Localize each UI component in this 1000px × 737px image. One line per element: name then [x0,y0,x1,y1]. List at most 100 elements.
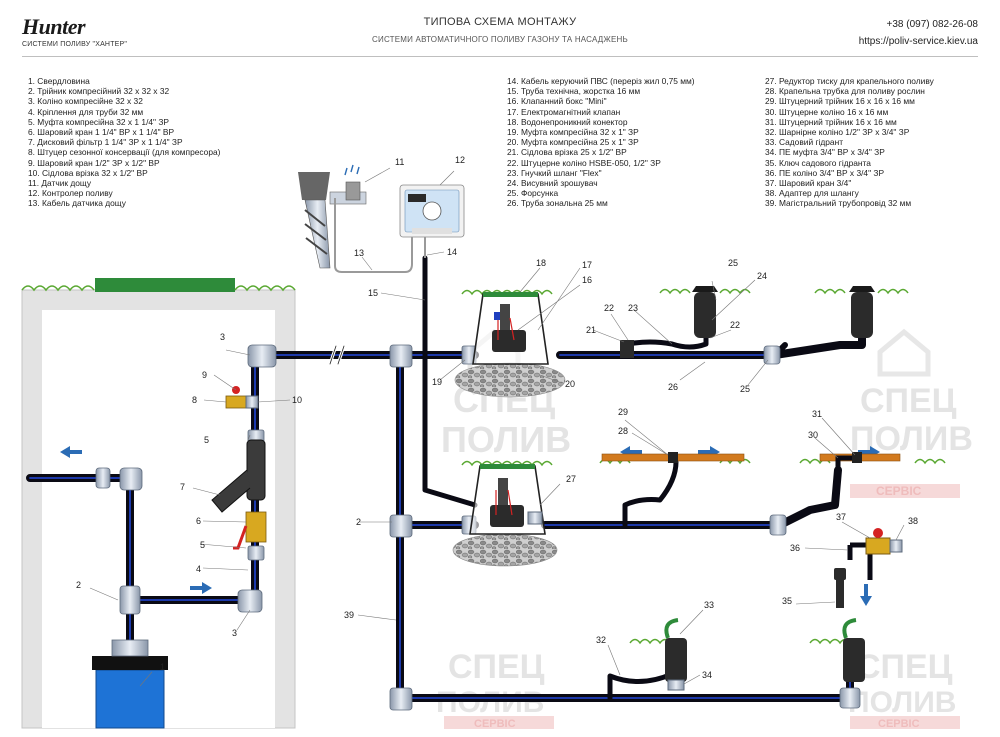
legend-item: 27. Редуктор тиску для крапельного полив… [765,76,934,86]
legend-item: 24. Висувний зрошувач [507,178,598,189]
callout-25: 25 [728,258,738,268]
scheme-title: ТИПОВА СХЕМА МОНТАЖУ [423,16,577,28]
legend-item: 15. Труба технічна, жорстка 16 мм [507,86,641,97]
grass-zone2 [814,288,909,295]
callout-19: 19 [432,377,442,387]
hydrant-key-head [834,568,846,580]
elbow-fitting [389,687,413,711]
ball-valve-37 [865,537,891,555]
ball-valve-6 [233,511,267,550]
callout-35: 35 [782,596,792,606]
watermark-line2: ПОЛИВ [436,686,544,719]
callout-24: 24 [757,271,767,281]
elbow-fitting-3 [247,344,277,368]
watermark-line1: СПЕЦ [448,648,545,686]
sprinkler-nozzle [849,286,875,292]
legend-item: 7. Дисковий фільтр 1 1/4" ЗР х 1 1/4" ЗР [28,137,183,148]
valve-box-1 [454,292,566,398]
header-divider [22,56,978,57]
tee-fitting-2 [389,514,413,538]
legend-item: 35. Ключ садового гідранта [765,157,871,168]
valve-handle[interactable] [873,528,883,538]
legend-item: 25. Форсунка [507,188,559,199]
callout-17: 17 [582,260,592,270]
brass-valve-body [225,395,247,409]
callout-16: 16 [582,275,592,285]
elbow-fitting [839,687,861,709]
callout-21: 21 [586,325,596,335]
filter-cup [211,469,251,513]
callout-6: 6 [196,516,201,526]
callout-36: 36 [790,543,800,553]
callout-15: 15 [368,288,378,298]
drip-lines [601,452,901,470]
callout-2: 2 [76,580,81,590]
pipe-break-mark [329,345,345,365]
tee-fitting-2 [119,585,141,615]
callout-1: 1 [160,662,165,672]
callout-22: 22 [604,303,614,313]
wire [497,317,515,341]
pe-coupling-34 [667,679,685,691]
legend-column-2: 14. Кабель керуючий ПВС (переріз жил 0,7… [507,76,695,209]
callout-11: 11 [395,157,404,167]
controller-12 [399,184,465,238]
watermark-line1: СПЕЦ [856,648,953,686]
callout-3: 3 [220,332,225,342]
house-icon [877,328,931,377]
rain-drops-icon [344,164,360,176]
technical-pipe-15 [422,255,478,508]
elbow-fitting-25 [763,345,781,365]
callout-26: 26 [668,382,678,392]
legend-item: 30. Штуцерне коліно 16 х 16 мм [765,106,889,117]
callout-31: 31 [812,409,822,419]
callout-34: 34 [702,670,712,680]
watermark-band [850,484,960,498]
brand-subtitle: СИСТЕМИ ПОЛИВУ "ХАНТЕР" [22,41,128,48]
valve-box-2 [452,464,558,567]
ground-block [21,278,296,729]
callout-38: 38 [908,516,918,526]
hydrant-lid [842,618,857,639]
legend-item: 33. Садовий гідрант [765,137,844,148]
callout-14: 14 [447,247,457,257]
hydrant-body [665,638,687,682]
callout-28: 28 [618,426,628,436]
tee-connector-31 [852,452,862,463]
legend-item: 23. Гнучкий шланг "Flex" [507,167,602,178]
hunter-logo: Hunter СИСТЕМИ ПОЛИВУ "ХАНТЕР" [22,14,127,48]
contacts: +38 (097) 082-26-08 https://poliv-servic… [859,16,978,50]
wire [495,489,513,516]
phone-number[interactable]: +38 (097) 082-26-08 [886,19,978,30]
watermark-line2: ПОЛИВ [848,686,956,719]
legend-item: 10. Сідлова врізка 32 х 1/2" ВР [28,167,148,178]
callout-20: 20 [565,379,575,389]
hydrant-key [836,578,844,608]
gutter [298,172,330,200]
solenoid-coil [498,478,508,505]
watermark-band [850,716,960,729]
legend-item: 9. Шаровий кран 1/2" ЗР х 1/2" ВР [28,157,160,168]
valve-handle[interactable] [233,525,248,550]
elbow-fitting-3 [237,589,263,613]
gravel-bed [452,533,558,567]
website-link[interactable]: https://poliv-service.kiev.ua [858,36,978,47]
controller-dial[interactable] [422,201,442,221]
legend-item: 18. Водонепроникний конектор [507,116,628,127]
legend-item: 29. Штуцерний трійник 16 х 16 х 16 мм [765,96,915,107]
callout-23: 23 [628,303,638,313]
saddle-clamp-21 [620,340,634,358]
brand-name: Hunter [22,14,86,39]
callout-5: 5 [200,540,205,550]
well-1 [92,639,168,729]
legend-item: 3. Коліно компресійне 32 х 32 [28,96,143,107]
legend-item: 13. Кабель датчика дощу [28,198,126,209]
callouts: 1 2 3 3 4 5 5 6 7 8 9 10 11 12 13 14 15 … [76,155,918,680]
legend-item: 12. Контролер поливу [28,188,113,199]
arrow-left-icon [60,446,82,458]
legend-item: 6. Шаровий кран 1 1/4" ВР х 1 1/4" ВР [28,127,175,138]
pit-lid [95,278,235,292]
callout-10: 10 [292,395,302,405]
